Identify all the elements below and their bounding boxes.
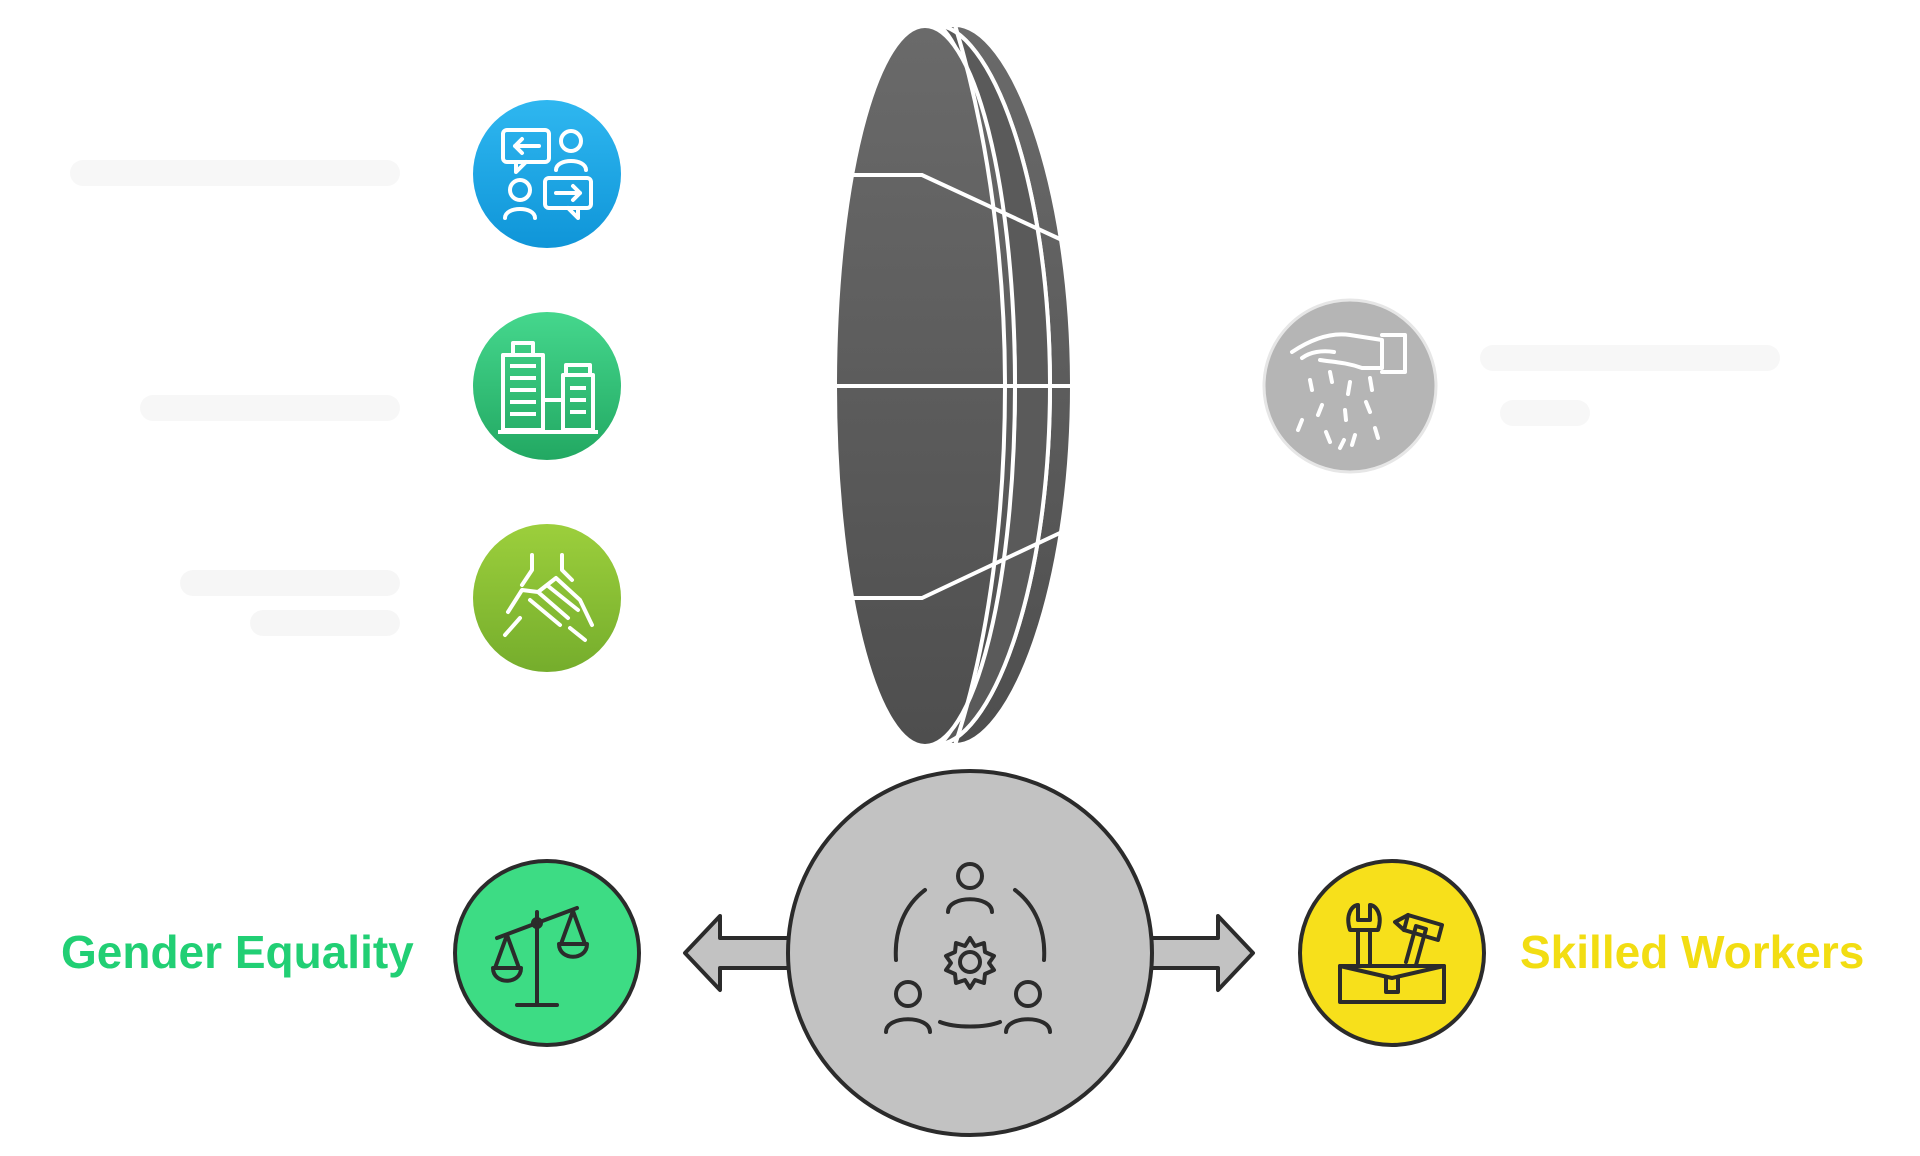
- teamwork-node: [786, 769, 1154, 1137]
- skilled-workers-label: Skilled Workers: [1520, 926, 1864, 978]
- buildings-node: [473, 312, 621, 460]
- buildings-circle: [473, 312, 621, 460]
- handshake-node: [473, 524, 621, 672]
- left-arrow: [683, 914, 794, 992]
- gender-equality-label: Gender Equality: [61, 926, 414, 978]
- teamwork-gear-icon: [884, 862, 1052, 1034]
- balance-scale-icon: [491, 906, 589, 1007]
- ghost-text-layer: [70, 160, 1780, 636]
- handshake-icon: [503, 553, 594, 642]
- skilled-workers-node: [1298, 859, 1486, 1047]
- sowing-node: [1262, 298, 1438, 474]
- gender-equality-circle: [453, 859, 641, 1047]
- hand-sowing-icon: [1290, 332, 1407, 450]
- right-arrow: [1146, 914, 1255, 992]
- communication-node: [473, 100, 621, 248]
- gender-equality-node: [453, 859, 641, 1047]
- skilled-workers-circle: [1298, 859, 1486, 1047]
- buildings-icon: [498, 341, 598, 434]
- toolbox-icon: [1338, 903, 1446, 1004]
- chat-people-icon: [501, 128, 593, 220]
- communication-circle: [473, 100, 621, 248]
- coin-graphic: [833, 23, 1075, 748]
